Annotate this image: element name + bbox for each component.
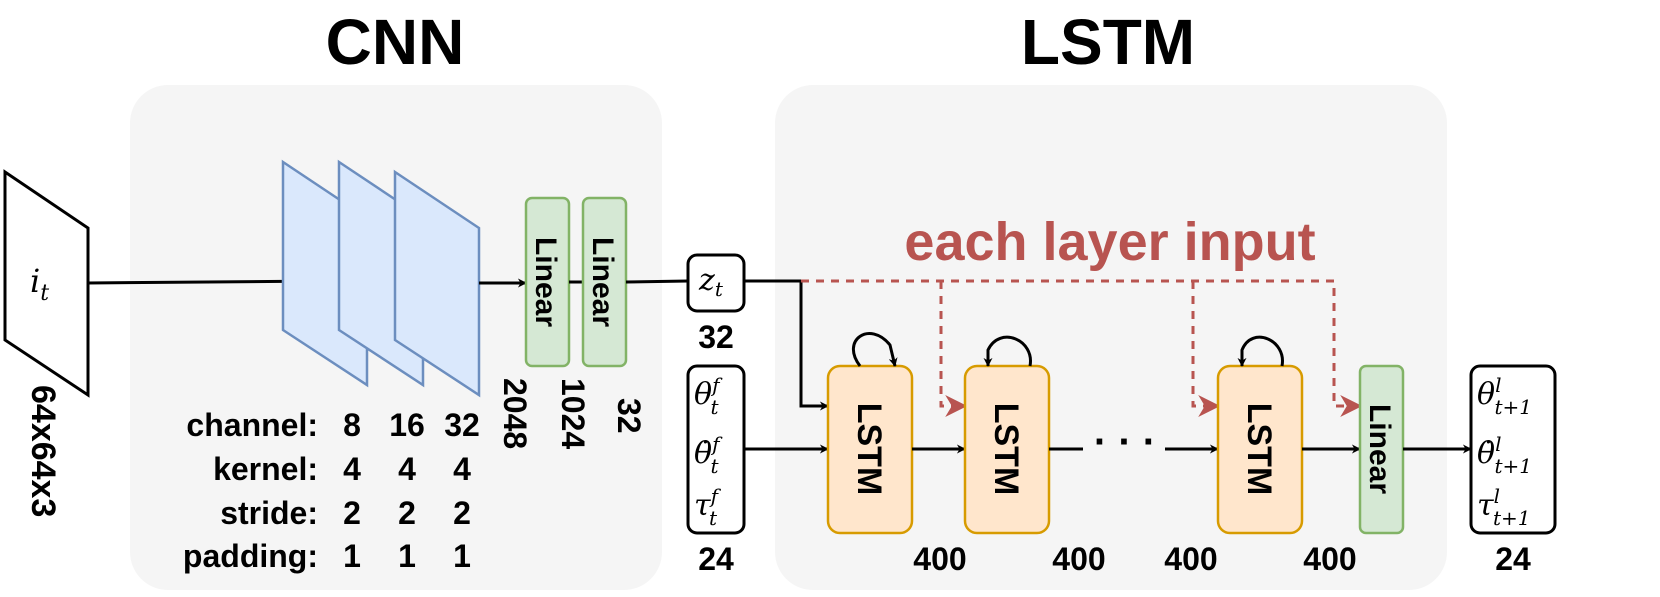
row-channel-label: channel:	[186, 407, 318, 443]
ellipsis-dots: · · ·	[1094, 420, 1156, 464]
lstm-cell-1-label: LSTM	[850, 403, 888, 496]
row-stride-v1: 2	[343, 495, 361, 531]
lstm-cell-n-label: LSTM	[1240, 403, 1278, 496]
hidden-dim-3: 400	[1164, 541, 1217, 577]
cnn-title: CNN	[326, 6, 465, 78]
row-padding-v3: 1	[453, 538, 471, 574]
lstm-cell-2-label: LSTM	[987, 403, 1025, 496]
hidden-dim-1: 400	[913, 541, 966, 577]
cnn-linear-1-label: Linear	[529, 237, 562, 327]
input-image-symbol: it	[30, 262, 49, 306]
row-kernel-v1: 4	[343, 451, 361, 487]
input-image-frame	[3, 169, 90, 398]
row-channel-v3: 32	[444, 407, 480, 443]
row-stride-v2: 2	[398, 495, 416, 531]
state-in-dim: 24	[698, 541, 734, 577]
row-channel-v2: 16	[389, 407, 425, 443]
latent-box	[686, 253, 746, 313]
latent-dim: 32	[698, 319, 734, 355]
state-out-box	[1469, 364, 1557, 535]
dim-linear1: 1024	[555, 378, 591, 449]
lstm-cell-n-recurrence	[1237, 335, 1284, 367]
latent-symbol: zt	[698, 263, 724, 301]
lstm-cell-2-recurrence	[983, 335, 1032, 367]
arrow-linear2-to-latent	[625, 279, 689, 284]
row-stride-v3: 2	[453, 495, 471, 531]
each-layer-input-label: each layer input	[904, 212, 1315, 272]
row-channel-v1: 8	[343, 407, 361, 443]
dim-linear2: 32	[611, 398, 647, 434]
row-padding-label: padding:	[183, 538, 318, 574]
row-kernel-v3: 4	[453, 451, 471, 487]
conv-param-table: channel: 8 16 32 kernel: 4 4 4 stride: 2…	[183, 407, 480, 574]
hidden-dim-2: 400	[1052, 541, 1105, 577]
lstm-title: LSTM	[1021, 6, 1195, 78]
lstm-cell-1-recurrence	[852, 332, 898, 367]
conv-layer-3	[393, 169, 481, 398]
input-size-label: 64x64x3	[24, 385, 62, 517]
state-out-dim: 24	[1495, 541, 1531, 577]
lstm-cell-2: LSTM	[963, 335, 1051, 535]
dim-flat: 2048	[497, 378, 533, 449]
cnn-linear-1: Linear	[524, 196, 571, 368]
row-kernel-v2: 4	[398, 451, 416, 487]
arrow-latent-to-lstm1	[744, 279, 829, 411]
lstm-output-linear: Linear	[1358, 364, 1405, 535]
each-layer-input-connections	[801, 279, 1363, 417]
hidden-dim-4: 400	[1303, 541, 1356, 577]
cnn-linear-2: Linear	[581, 196, 628, 368]
row-padding-v2: 1	[398, 538, 416, 574]
row-stride-label: stride:	[220, 495, 318, 531]
lstm-cell-1: LSTM	[826, 332, 914, 535]
lstm-output-linear-label: Linear	[1363, 404, 1396, 494]
cnn-linear-2-label: Linear	[586, 237, 619, 327]
lstm-cell-n: LSTM	[1216, 335, 1304, 535]
row-kernel-label: kernel:	[213, 451, 318, 487]
row-padding-v1: 1	[343, 538, 361, 574]
